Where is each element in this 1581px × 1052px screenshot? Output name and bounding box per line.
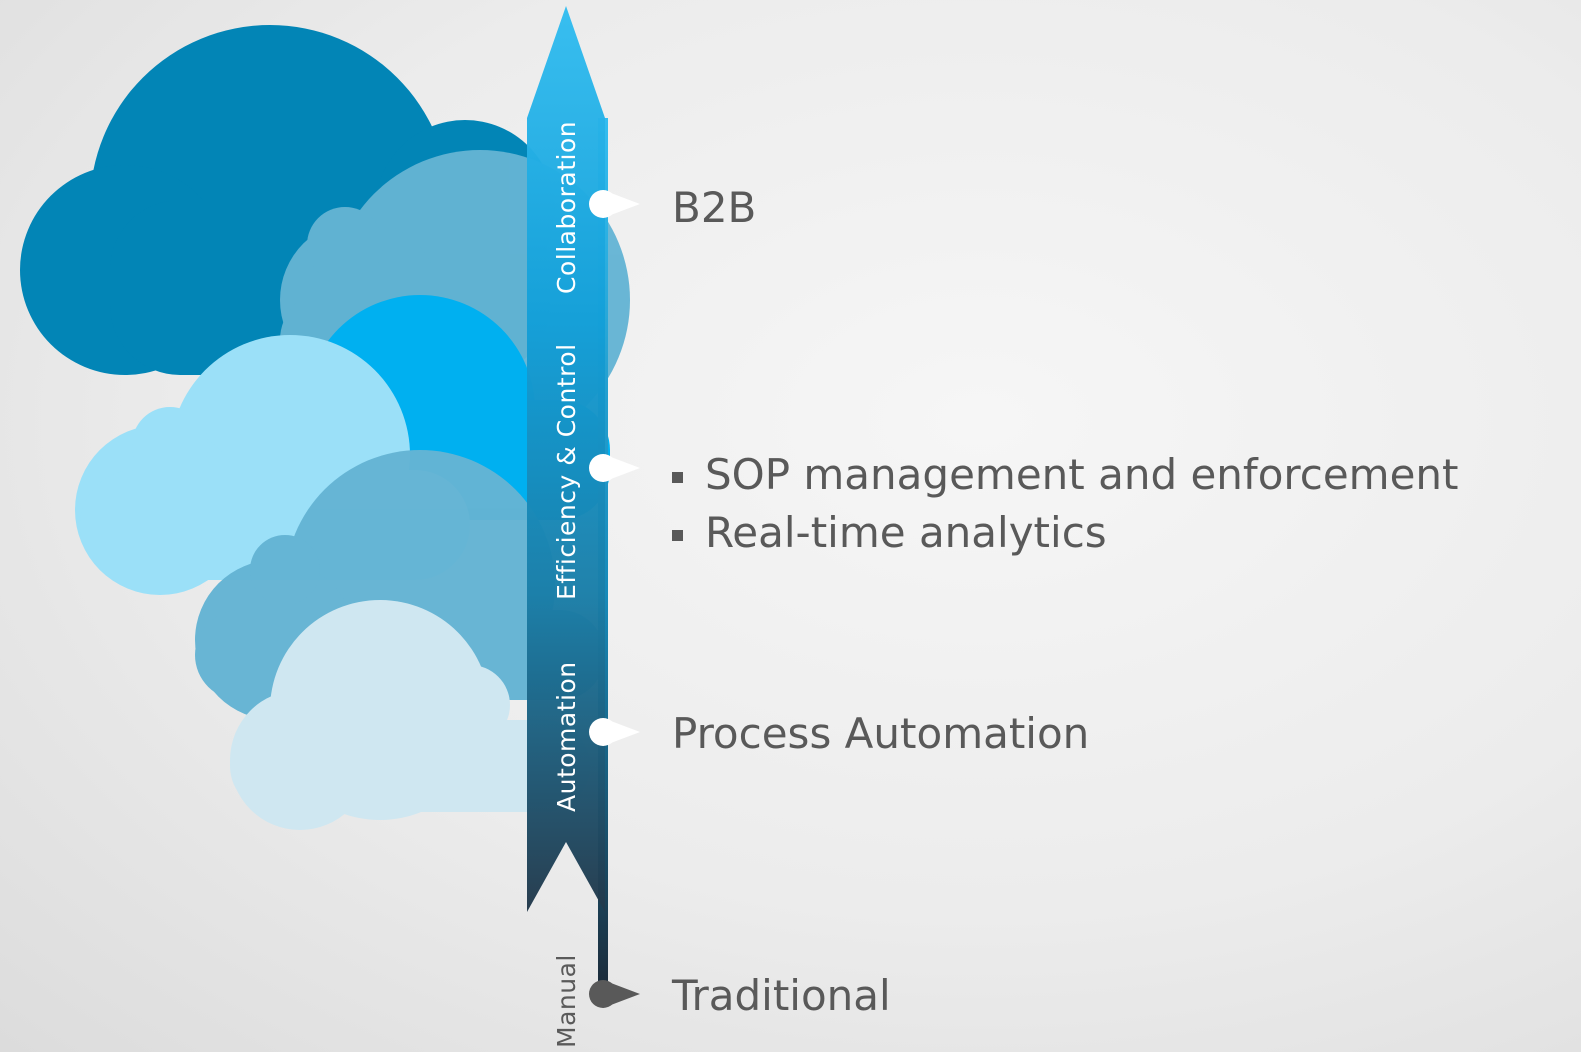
bullet-square-icon — [672, 529, 683, 541]
stage-label-traditional: Traditional — [672, 971, 891, 1020]
bullet-item-sop: SOP management and enforcement — [672, 446, 1459, 504]
efficiency-bullet-list: SOP management and enforcement Real-time… — [672, 446, 1459, 562]
bullet-item-analytics: Real-time analytics — [672, 504, 1459, 562]
cloud-pale-blue — [230, 600, 590, 830]
pin-marker-efficiency — [589, 454, 640, 482]
axis-label-collaboration: Collaboration — [552, 121, 581, 294]
pin-marker-b2b — [589, 190, 640, 218]
bullet-square-icon — [672, 471, 683, 483]
bullet-text: Real-time analytics — [705, 508, 1107, 557]
pin-marker-automation — [589, 718, 640, 746]
stage-label-process-automation: Process Automation — [672, 709, 1090, 758]
bullet-text: SOP management and enforcement — [705, 450, 1459, 499]
growth-arrow — [527, 6, 605, 912]
stage-label-b2b: B2B — [672, 183, 757, 232]
pin-marker-traditional — [589, 980, 640, 1008]
axis-label-automation: Automation — [552, 661, 581, 812]
axis-label-efficiency-control: Efficiency & Control — [552, 343, 581, 600]
axis-label-manual: Manual — [552, 954, 581, 1048]
